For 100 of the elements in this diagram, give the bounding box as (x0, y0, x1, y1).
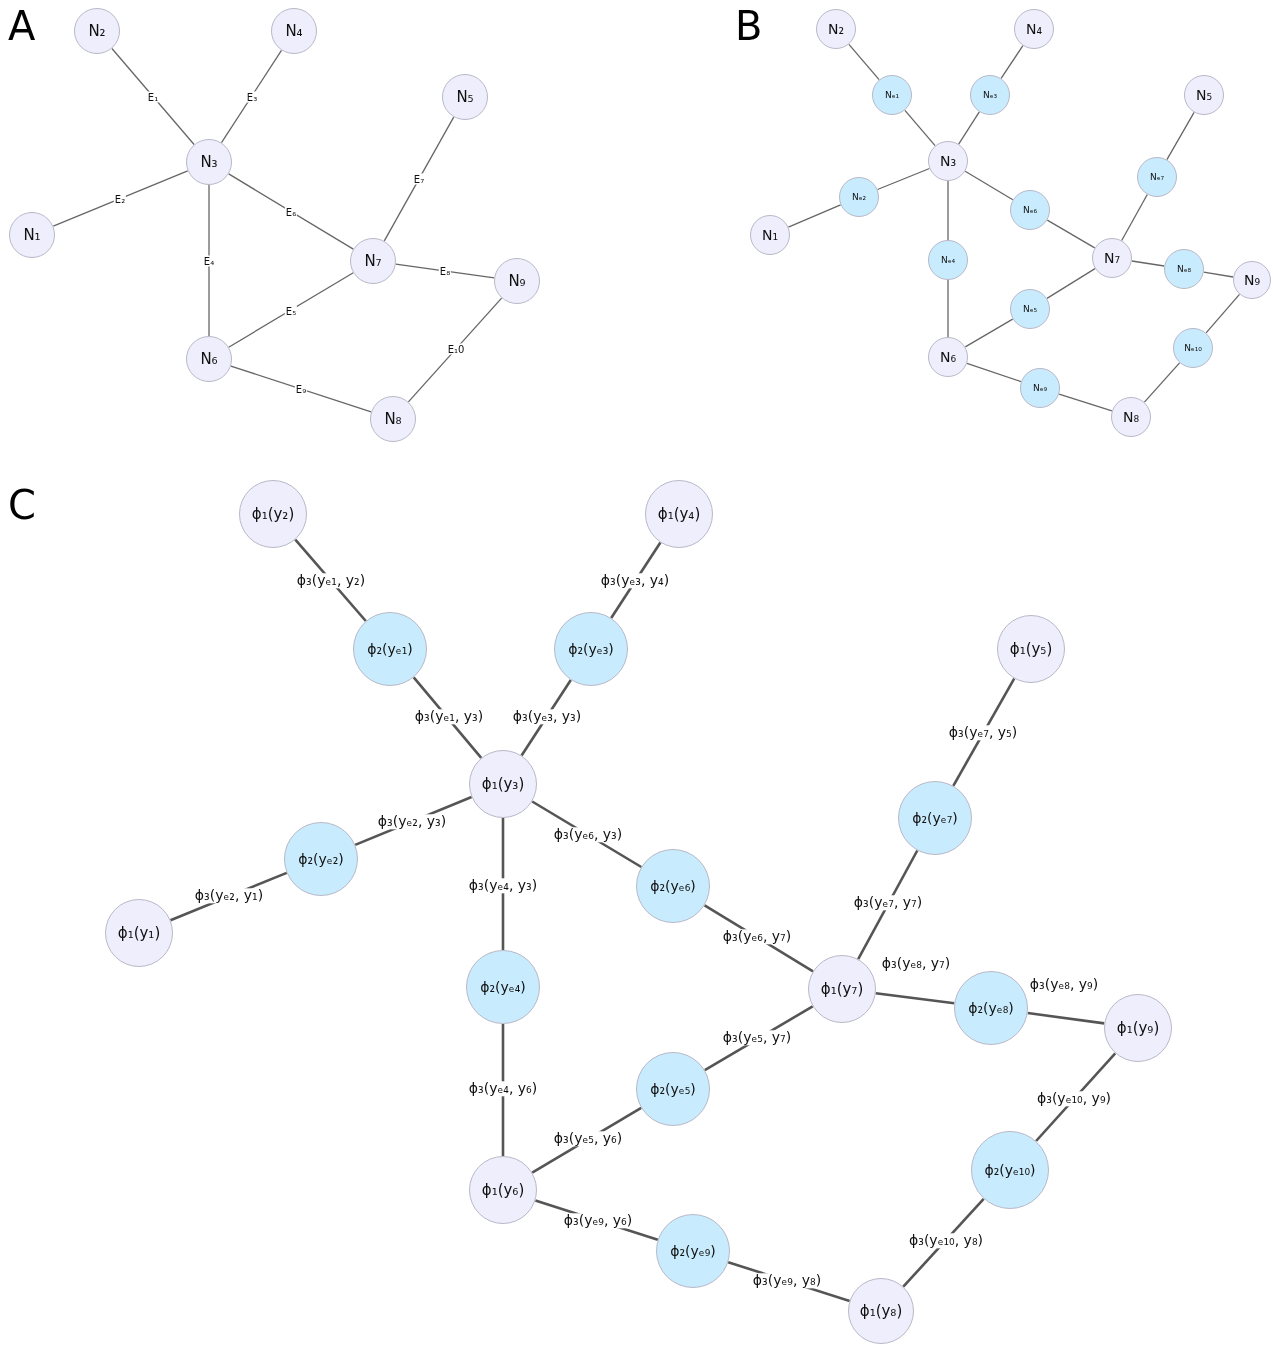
connector-line (1166, 111, 1195, 161)
node-label: N₁ (761, 227, 779, 243)
connector-line (230, 365, 372, 413)
edge-label: E₆ (284, 206, 298, 218)
factor-node-circle (839, 177, 879, 217)
factor-node-circle (1137, 157, 1177, 197)
node-label: ϕ₁(y₃) (481, 775, 525, 793)
node-label: ϕ₁(y₉) (1116, 1019, 1160, 1037)
factor-node-circle (970, 75, 1010, 115)
edge-label: E₄ (202, 255, 216, 267)
factor-node-circle (872, 75, 912, 115)
edge-label: ϕ₃(yₑ₂, y₃) (376, 814, 448, 830)
node-label: ϕ₂(yₑ₄) (480, 979, 526, 995)
node-label: N₁ (23, 226, 41, 244)
node-label: N₉ (1243, 272, 1261, 288)
node-label: Nₑ₆ (1022, 205, 1038, 215)
connector-line (876, 167, 931, 191)
edge-label: ϕ₃(yₑ₅, y₆) (552, 1131, 624, 1147)
connector-line (787, 204, 842, 228)
edge-label: E₈ (438, 265, 452, 277)
node-label: N₈ (1122, 409, 1140, 425)
factor-node-circle (1010, 289, 1050, 329)
variable-node-circle (928, 337, 968, 377)
edge-label: E₅ (284, 305, 298, 317)
node-label: ϕ₁(y₁) (117, 924, 161, 942)
node-label: Nₑ₂ (851, 192, 867, 202)
node-label: Nₑ₇ (1149, 172, 1165, 182)
connector-line (501, 1024, 505, 1156)
variable-node-circle (442, 74, 488, 120)
connector-line (848, 43, 880, 81)
edge-label: ϕ₃(yₑ₃, y₃) (511, 709, 583, 725)
edge-label: ϕ₃(yₑ₃, y₄) (599, 573, 671, 589)
connector-line (208, 184, 210, 337)
connector-line (964, 170, 1014, 201)
connector-line (1143, 362, 1181, 403)
node-label: ϕ₂(yₑ₇) (912, 810, 958, 826)
variable-node-circle (370, 396, 416, 442)
edge-label: E₂ (113, 193, 127, 205)
connector-line (1131, 260, 1165, 267)
edge-label: E₁0 (446, 343, 466, 355)
node-label: ϕ₂(yₑ₆) (650, 878, 696, 894)
connector-line (1058, 393, 1113, 412)
variable-node-circle (350, 238, 396, 284)
edge-label: ϕ₃(yₑ₂, y₁) (193, 888, 265, 904)
node-label: ϕ₁(y₄) (657, 505, 701, 523)
variable-node-circle (1014, 9, 1054, 49)
variable-node-circle (186, 336, 232, 382)
connector-line (947, 279, 949, 338)
connector-line (1203, 271, 1234, 278)
edge-label: ϕ₃(yₑ₅, y₇) (721, 1030, 793, 1046)
variable-node-circle (1111, 397, 1151, 437)
connector-line (1000, 44, 1024, 80)
node-label: N₅ (456, 88, 474, 106)
node-label: N₄ (285, 22, 303, 40)
edge-label: ϕ₃(yₑ₆, y₇) (721, 929, 793, 945)
node-label: ϕ₂(yₑ₂) (298, 851, 344, 867)
node-label: ϕ₂(yₑ₁) (367, 641, 413, 657)
connector-line (964, 318, 1014, 348)
connector-line (228, 272, 354, 348)
connector-line (220, 49, 283, 144)
node-label: Nₑ₁ (884, 90, 900, 100)
connector-line (857, 849, 919, 960)
edge-label: ϕ₃(yₑ₄, y₆) (467, 1081, 539, 1097)
node-label: Nₑ₅ (1022, 304, 1038, 314)
factor-node-circle (1173, 328, 1213, 368)
node-label: N₅ (1195, 87, 1213, 103)
edge-label: ϕ₃(yₑ₉, y₈) (751, 1273, 823, 1289)
node-label: Nₑ₁₀ (1184, 343, 1202, 353)
connector-line (52, 170, 189, 227)
node-label: N₂ (827, 21, 845, 37)
variable-node-circle (816, 9, 856, 49)
edge-label: E₉ (294, 383, 308, 395)
connector-line (904, 109, 936, 147)
node-label: ϕ₁(y₆) (481, 1181, 525, 1199)
connector-line (952, 677, 1016, 787)
node-label: N₆ (200, 350, 218, 368)
node-label: ϕ₁(y₇) (820, 980, 864, 998)
edge-label: ϕ₃(yₑ₁₀, y₈) (908, 1233, 984, 1249)
connector-line (407, 297, 503, 403)
factor-node-circle (928, 240, 968, 280)
edge-label: E₁ (146, 91, 160, 103)
connector-line (875, 992, 955, 1005)
connector-line (1046, 219, 1096, 249)
connector-line (395, 263, 495, 279)
edge-label: ϕ₃(yₑ₄, y₃) (467, 878, 539, 894)
connector-line (383, 116, 455, 242)
variable-node-circle (186, 139, 232, 185)
connector-line (1046, 267, 1096, 300)
factor-node-circle (1020, 368, 1060, 408)
connector-line (958, 111, 980, 145)
node-label: N₂ (88, 22, 106, 40)
node-label: Nₑ₈ (1176, 264, 1192, 274)
variable-node-circle (1233, 261, 1271, 299)
node-label: ϕ₁(y₅) (1009, 640, 1053, 658)
factor-node-circle (1164, 249, 1204, 289)
variable-node-circle (1184, 75, 1224, 115)
node-label: Nₑ₃ (982, 90, 998, 100)
edge-label: ϕ₃(yₑ₇, y₅) (947, 725, 1019, 741)
edge-label: ϕ₃(yₑ₁, y₂) (295, 573, 367, 589)
node-label: ϕ₂(yₑ₅) (650, 1081, 696, 1097)
